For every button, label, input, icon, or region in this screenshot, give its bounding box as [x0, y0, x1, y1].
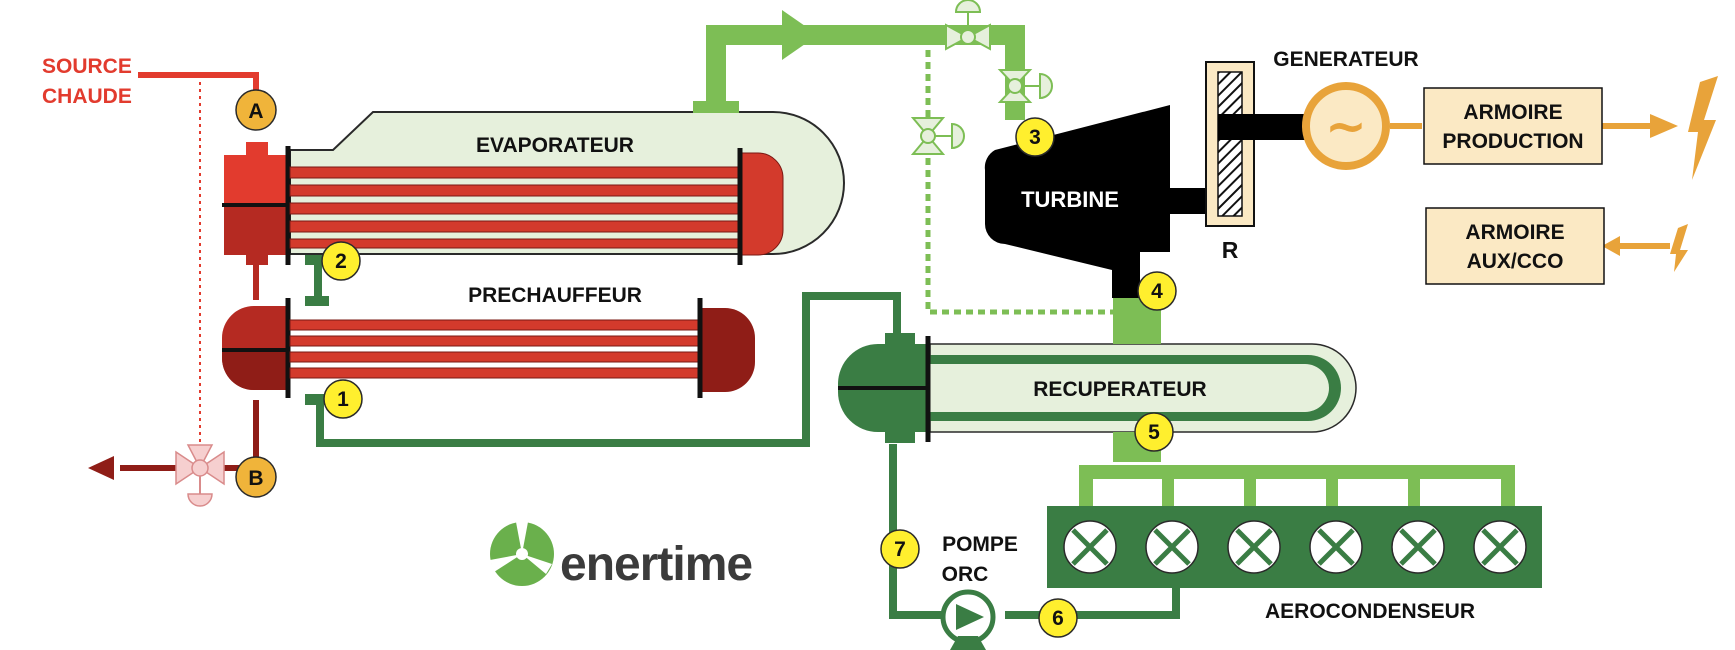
svg-text:enertime: enertime [560, 538, 752, 591]
pump-icon [956, 604, 984, 630]
svg-text:SOURCE: SOURCE [42, 55, 132, 78]
point-badge-2: 2 [321, 241, 361, 281]
svg-text:A: A [248, 100, 263, 123]
lightning-icon [1688, 76, 1718, 180]
enertime-logo-icon [490, 522, 554, 586]
bypass-line-valve-icon[interactable] [910, 117, 965, 155]
svg-text:ORC: ORC [942, 563, 989, 586]
hot-outlet-arrow [88, 456, 114, 480]
point-badge-7: 7 [880, 529, 920, 569]
fan-icon [1145, 520, 1199, 574]
svg-text:R: R [1222, 237, 1239, 263]
enertime-logo: enertime [490, 522, 753, 591]
svg-text:AUX/CCO: AUX/CCO [1467, 250, 1564, 273]
svg-text:EVAPORATEUR: EVAPORATEUR [476, 134, 634, 157]
point-badge-3: 3 [1015, 117, 1055, 157]
svg-text:4: 4 [1151, 280, 1163, 303]
point-badge-a: A [235, 89, 277, 131]
recuperator[interactable]: RECUPERATEUR [838, 333, 1357, 443]
condenser-fans [1063, 520, 1527, 574]
lightning-small-icon [1670, 224, 1688, 272]
orc-pump[interactable]: POMPE ORC [940, 533, 1018, 650]
turbine-inlet-valve-icon[interactable] [997, 69, 1053, 103]
preheater-outlet-flange [305, 255, 329, 265]
svg-text:RECUPERATEUR: RECUPERATEUR [1033, 378, 1206, 401]
generator-shaft [1218, 114, 1306, 140]
sine-icon: ~ [1325, 97, 1367, 155]
fan-icon [1391, 520, 1445, 574]
fan-icon [1309, 520, 1363, 574]
svg-text:ARMOIRE: ARMOIRE [1465, 221, 1564, 244]
cabinet-production[interactable]: ARMOIRE PRODUCTION [1423, 87, 1603, 165]
hot-source-circuit [88, 72, 259, 480]
turbine-bypass-valve-icon[interactable] [945, 0, 991, 51]
svg-text:B: B [248, 467, 263, 490]
svg-text:3: 3 [1029, 126, 1041, 149]
svg-text:POMPE: POMPE [942, 533, 1018, 556]
svg-text:ARMOIRE: ARMOIRE [1463, 101, 1562, 124]
preheater-top-flange [305, 296, 329, 306]
point-badge-6: 6 [1038, 598, 1078, 638]
evaporator[interactable]: EVAPORATEUR [222, 101, 845, 265]
import-arrow-icon [1602, 236, 1620, 256]
preheater-inlet-flange [305, 394, 329, 405]
source-label: SOURCE CHAUDE [42, 55, 132, 108]
cabinet-aux[interactable]: ARMOIRE AUX/CCO [1425, 207, 1605, 285]
svg-text:2: 2 [335, 250, 347, 273]
fan-icon [1473, 520, 1527, 574]
air-condenser[interactable]: AEROCONDENSEUR [1047, 432, 1542, 623]
svg-text:PRODUCTION: PRODUCTION [1442, 130, 1583, 153]
vapor-flow-arrow [782, 10, 818, 60]
point-badge-b: B [235, 456, 277, 498]
export-arrow-icon [1650, 114, 1678, 138]
svg-text:CHAUDE: CHAUDE [42, 85, 132, 108]
point-badge-4: 4 [1137, 271, 1177, 311]
gear-reducer[interactable]: R [1205, 61, 1255, 263]
svg-text:1: 1 [337, 388, 349, 411]
svg-text:TURBINE: TURBINE [1021, 187, 1119, 212]
fan-icon [1063, 520, 1117, 574]
svg-text:5: 5 [1148, 421, 1160, 444]
svg-text:6: 6 [1052, 607, 1064, 630]
fan-icon [1227, 520, 1281, 574]
generator[interactable]: ~ GENERATEUR [1273, 48, 1419, 170]
point-badge-5: 5 [1134, 412, 1174, 452]
preheater[interactable]: PRECHAUFFEUR [222, 284, 755, 398]
point-badge-1: 1 [323, 379, 363, 419]
electrical-lines [1390, 123, 1670, 249]
svg-text:AEROCONDENSEUR: AEROCONDENSEUR [1265, 600, 1475, 623]
svg-text:7: 7 [894, 538, 906, 561]
svg-text:GENERATEUR: GENERATEUR [1273, 48, 1418, 71]
hot-bypass-valve-icon[interactable] [175, 444, 225, 507]
svg-text:PRECHAUFFEUR: PRECHAUFFEUR [468, 284, 642, 307]
